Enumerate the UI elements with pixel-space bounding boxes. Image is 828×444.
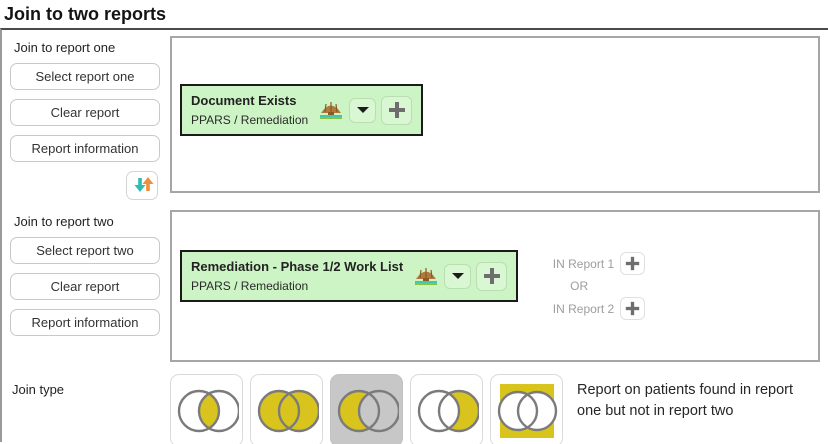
report-two-card-icons xyxy=(413,261,508,291)
select-report-one-button[interactable]: Select report one xyxy=(10,63,160,90)
in-report-2-label: IN Report 2 xyxy=(552,301,615,316)
report-two-add-button[interactable] xyxy=(476,261,508,291)
report-two-card-title: Remediation - Phase 1/2 Work List xyxy=(191,259,404,274)
join-type-options xyxy=(170,374,563,444)
report-one-card-subtitle: PPARS / Remediation xyxy=(191,113,309,127)
swap-reports-button[interactable] xyxy=(126,171,158,200)
report-two-panel: Remediation - Phase 1/2 Work List PPARS … xyxy=(170,210,820,362)
report-two-card-text: Remediation - Phase 1/2 Work List PPARS … xyxy=(191,259,403,293)
join-type-section: Join type xyxy=(8,374,820,444)
or-label: OR xyxy=(570,279,589,293)
hut-icon xyxy=(415,268,438,285)
join-type-description: Report on patients found in report one b… xyxy=(577,382,794,419)
report-two-card-subtitle: PPARS / Remediation xyxy=(191,279,309,293)
plus-icon xyxy=(483,268,500,284)
venn-intersection-icon xyxy=(177,389,239,432)
plus-icon xyxy=(388,102,405,118)
report-two-dropdown-button[interactable] xyxy=(444,263,472,289)
in-report-1-label: IN Report 1 xyxy=(552,256,615,271)
clear-report-two-button[interactable]: Clear report xyxy=(10,273,160,300)
swap-arrows-icon xyxy=(134,177,153,192)
report-two-label: Join to report two xyxy=(14,214,114,229)
report-one-panel: Document Exists PPARS / Remediation xyxy=(170,36,820,193)
page-title: Join to two reports xyxy=(4,4,166,24)
report-two-section: Join to report two Select report two Cle… xyxy=(8,200,820,362)
venn-outside-both-icon xyxy=(497,383,557,438)
report-one-card[interactable]: Document Exists PPARS / Remediation xyxy=(180,84,424,136)
report-two-information-button[interactable]: Report information xyxy=(10,309,160,336)
join-type-option-outside-both[interactable] xyxy=(490,374,563,444)
hut-icon xyxy=(320,102,343,119)
join-type-option-left-only[interactable] xyxy=(330,374,403,444)
venn-union-icon xyxy=(257,389,319,432)
report-one-section: Join to report one Select report one Cle… xyxy=(8,36,820,200)
venn-left-only-icon xyxy=(337,389,399,432)
report-one-add-button[interactable] xyxy=(381,95,413,125)
report-one-label: Join to report one xyxy=(14,40,116,55)
plus-icon xyxy=(625,256,640,271)
join-type-option-right-only[interactable] xyxy=(410,374,483,444)
report-one-card-title: Document Exists xyxy=(191,93,297,108)
report-conditions: IN Report 1 OR IN Report 2 xyxy=(544,252,646,360)
chevron-down-icon xyxy=(451,273,464,279)
join-type-option-union[interactable] xyxy=(250,374,323,444)
join-type-option-intersection[interactable] xyxy=(170,374,243,444)
chevron-down-icon xyxy=(356,107,369,113)
add-in-report-2-button[interactable] xyxy=(620,297,646,320)
report-one-card-text: Document Exists PPARS / Remediation xyxy=(191,93,308,127)
report-two-card[interactable]: Remediation - Phase 1/2 Work List PPARS … xyxy=(180,250,519,302)
report-one-information-button[interactable]: Report information xyxy=(10,135,160,162)
join-reports-panel: Join to report one Select report one Cle… xyxy=(0,28,828,444)
add-in-report-1-button[interactable] xyxy=(620,252,646,275)
clear-report-one-button[interactable]: Clear report xyxy=(10,99,160,126)
join-type-label: Join type xyxy=(12,382,65,397)
report-one-card-icons xyxy=(318,95,413,125)
select-report-two-button[interactable]: Select report two xyxy=(10,237,160,264)
plus-icon xyxy=(625,301,640,316)
report-one-controls: Join to report one Select report one Cle… xyxy=(8,36,170,200)
report-one-dropdown-button[interactable] xyxy=(349,97,377,123)
report-two-controls: Join to report two Select report two Cle… xyxy=(8,200,170,362)
venn-right-only-icon xyxy=(417,389,479,432)
